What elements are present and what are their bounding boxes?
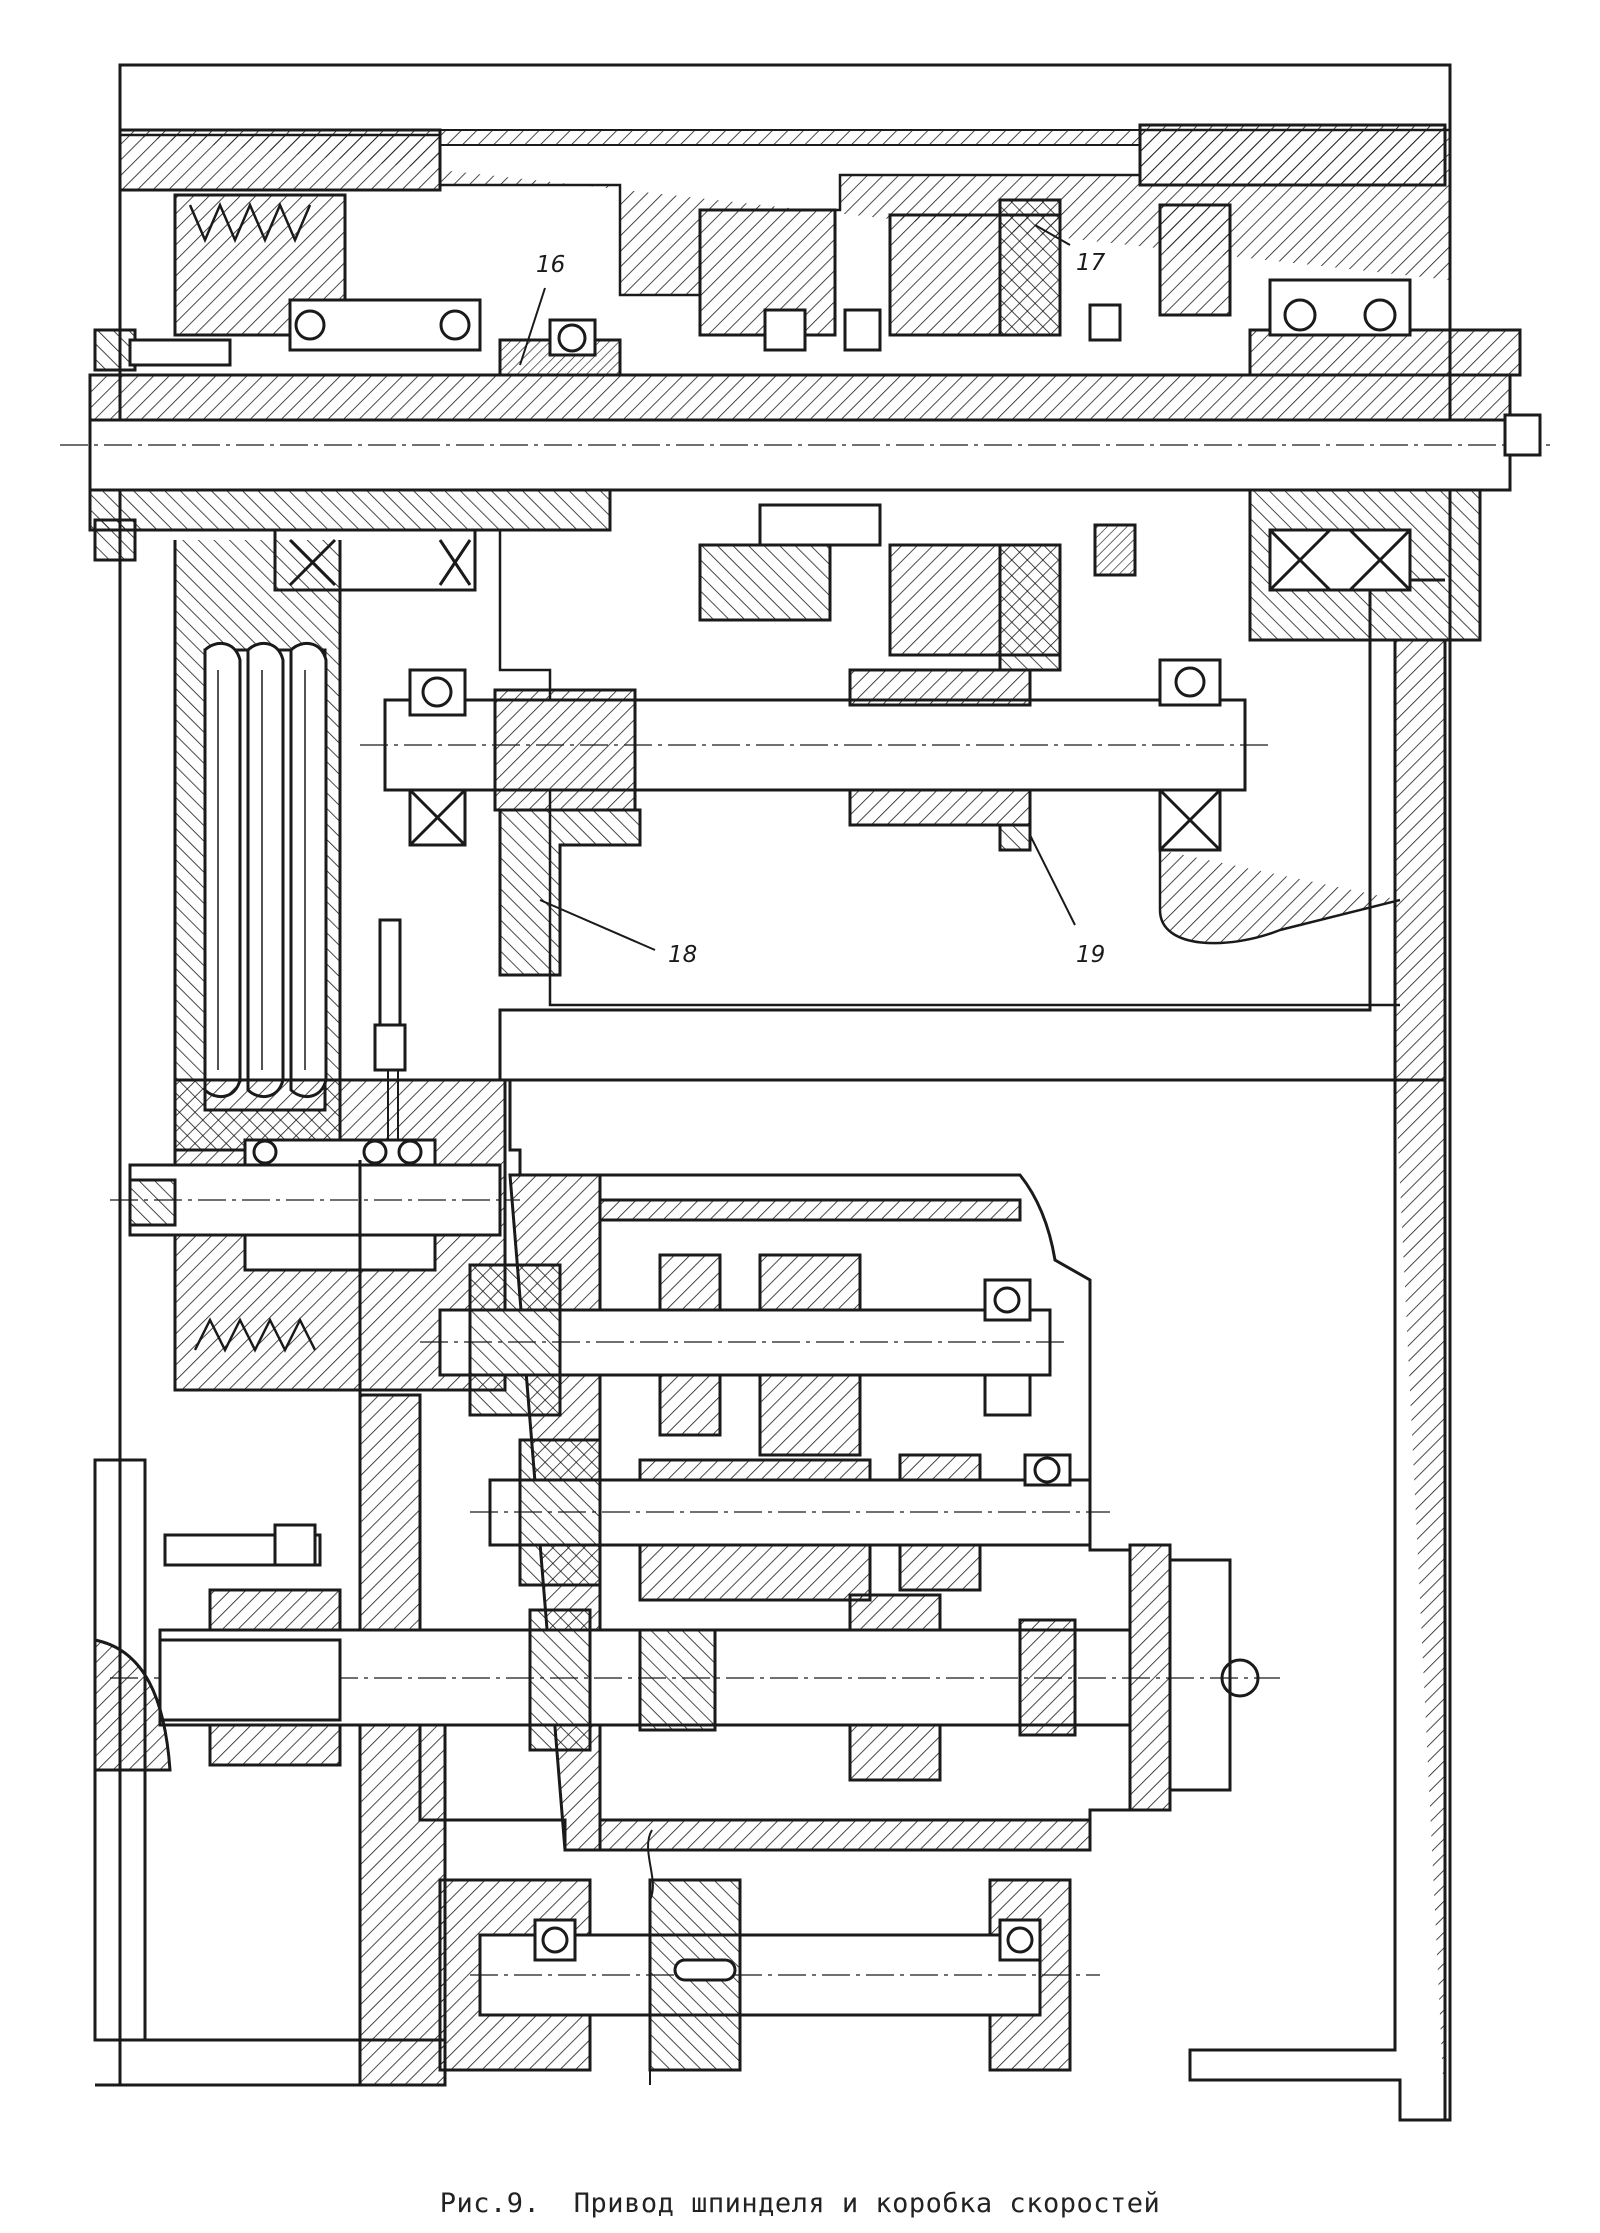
callout-16-leader (519, 287, 546, 366)
callout-17: 17 (1076, 250, 1106, 276)
figure-title: Привод шпинделя и коробка скоростей (573, 2188, 1161, 2219)
callout-19-leader (1029, 834, 1076, 926)
figure-caption: Рис.9. Привод шпинделя и коробка скорост… (0, 2188, 1600, 2219)
spindle-shaft (88, 373, 1512, 422)
callout-18: 18 (668, 942, 697, 968)
callout-18-leader (539, 899, 656, 951)
gear-18 (498, 808, 642, 977)
figure-number: Рис.9. (439, 2188, 541, 2219)
callout-17-leader (1034, 224, 1071, 246)
gear-19 (848, 788, 1032, 827)
callout-16: 16 (536, 252, 565, 278)
callout-19: 19 (1076, 942, 1105, 968)
housing-outline (118, 63, 1452, 2122)
